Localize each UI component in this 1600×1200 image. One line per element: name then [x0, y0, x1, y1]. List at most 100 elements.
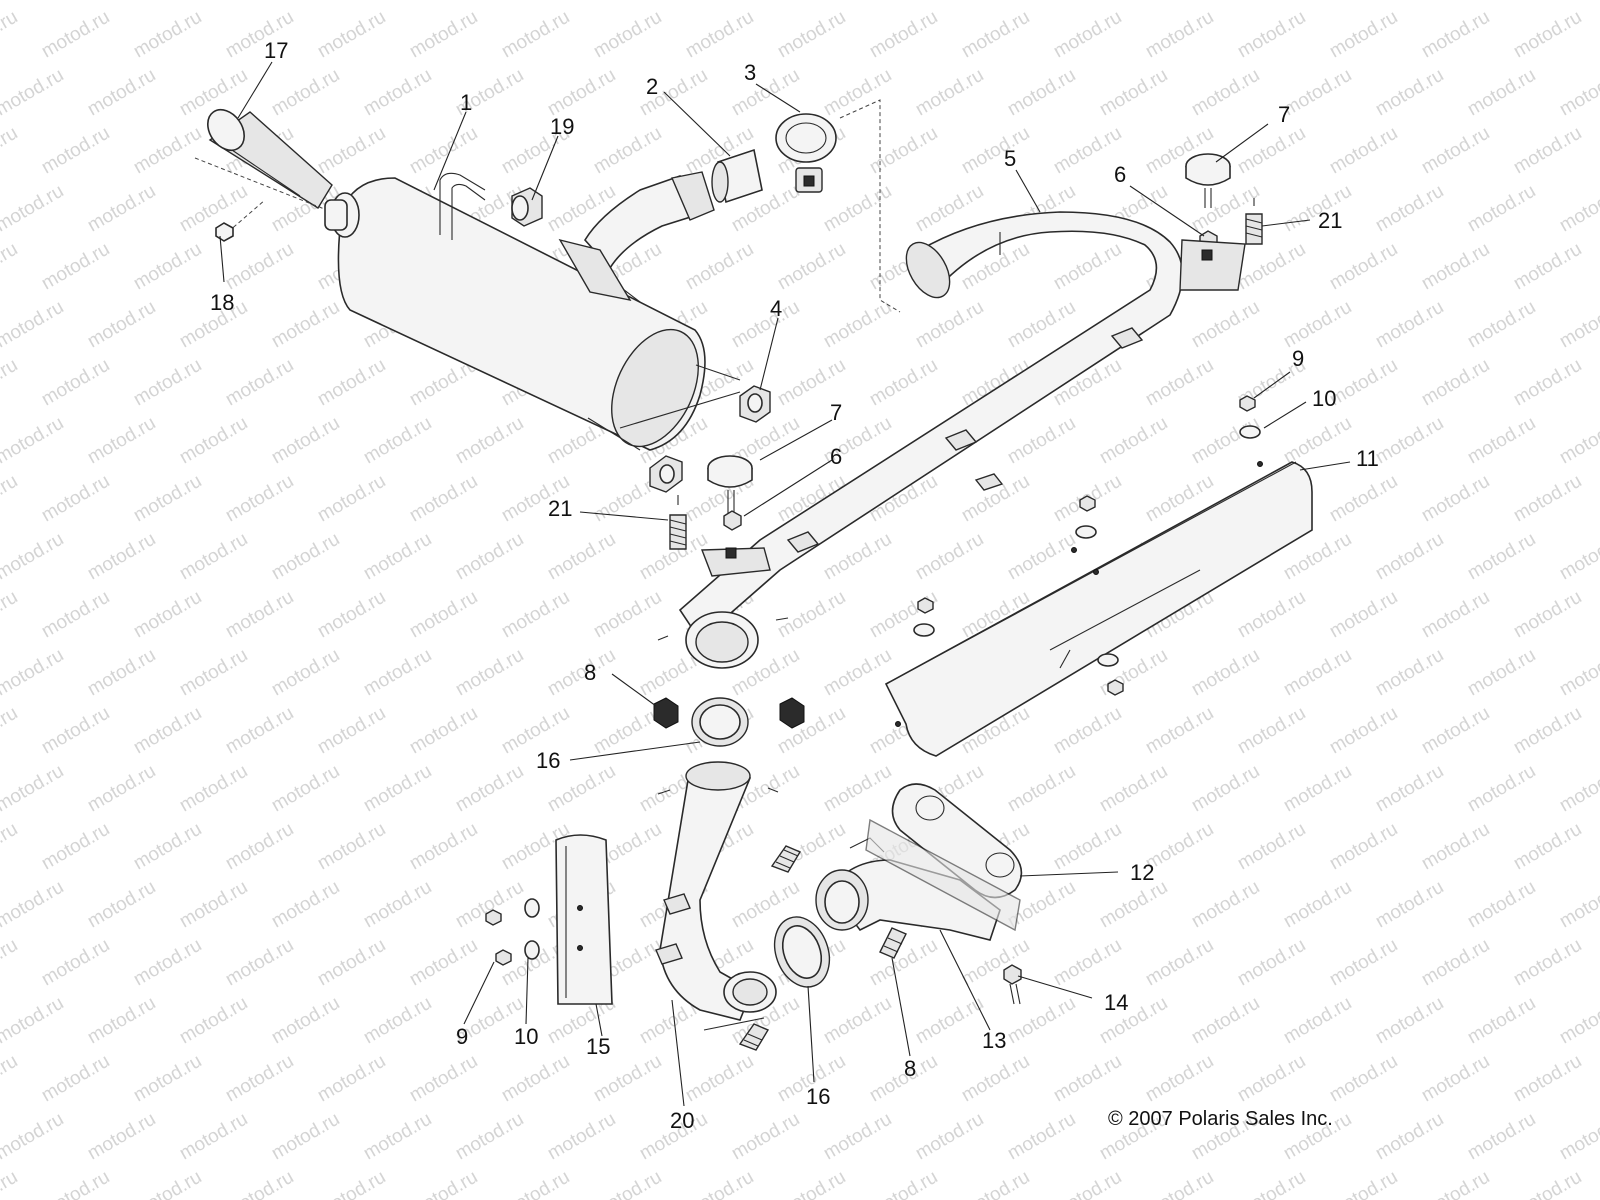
watermark-text: motod.ru — [912, 1109, 987, 1165]
watermark-text: motod.ru — [682, 7, 757, 63]
watermark-text: motod.ru — [38, 703, 113, 759]
watermark-text: motod.ru — [1326, 819, 1401, 875]
watermark-text: motod.ru — [222, 355, 297, 411]
part-head-pipe-5 — [657, 211, 1246, 669]
watermark-text: motod.ru — [1188, 877, 1263, 933]
watermark-text: motod.ru — [0, 529, 67, 585]
watermark-text: motod.ru — [820, 181, 895, 237]
watermark-text: motod.ru — [912, 993, 987, 1049]
watermark-text: motod.ru — [130, 471, 205, 527]
watermark-text: motod.ru — [314, 1051, 389, 1107]
watermark-text: motod.ru — [1556, 529, 1600, 585]
watermark-text: motod.ru — [0, 413, 67, 469]
watermark-text: motod.ru — [360, 529, 435, 585]
watermark-text: motod.ru — [1418, 355, 1493, 411]
watermark-text: motod.ru — [38, 1051, 113, 1107]
part-heat-shield-11 — [884, 461, 1313, 757]
watermark-text: motod.ru — [590, 123, 665, 179]
part-mid-pipe-20 — [655, 761, 779, 1031]
watermark-text: motod.ru — [1556, 65, 1600, 121]
watermark-text: motod.ru — [774, 239, 849, 295]
watermark-text: motod.ru — [1510, 7, 1585, 63]
watermark-text: motod.ru — [544, 0, 619, 4]
watermark-text: motod.ru — [1326, 703, 1401, 759]
part-gasket-16-upper — [691, 697, 749, 747]
part-screw-18 — [215, 199, 266, 242]
watermark-text: motod.ru — [544, 1109, 619, 1165]
watermark-text: motod.ru — [222, 1167, 297, 1200]
watermark-text: motod.ru — [38, 935, 113, 991]
watermark-text: motod.ru — [1418, 819, 1493, 875]
watermark-text: motod.ru — [498, 1051, 573, 1107]
callout-21-upper: 21 — [1318, 208, 1342, 233]
watermark-text: motod.ru — [130, 355, 205, 411]
watermark-text: motod.ru — [1188, 993, 1263, 1049]
watermark-text: motod.ru — [38, 819, 113, 875]
watermark-text: motod.ru — [498, 7, 573, 63]
watermark-text: motod.ru — [38, 239, 113, 295]
watermark-text: motod.ru — [1004, 529, 1079, 585]
watermark-text: motod.ru — [268, 529, 343, 585]
watermark-text: motod.ru — [1326, 935, 1401, 991]
part-spring-8-bottom — [738, 1023, 770, 1051]
watermark-text: motod.ru — [84, 529, 159, 585]
watermark-text: motod.ru — [1510, 239, 1585, 295]
watermark-text: motod.ru — [176, 0, 251, 4]
watermark-text: motod.ru — [1188, 297, 1263, 353]
callout-8-upper: 8 — [584, 660, 596, 685]
callout-9-lower: 9 — [456, 1024, 468, 1049]
watermark-text: motod.ru — [452, 529, 527, 585]
watermark-text: motod.ru — [866, 935, 941, 991]
watermark-text: motod.ru — [176, 645, 251, 701]
watermark-text: motod.ru — [268, 1109, 343, 1165]
watermark-text: motod.ru — [1004, 413, 1079, 469]
watermark-text: motod.ru — [1326, 123, 1401, 179]
callout-17: 17 — [264, 38, 288, 63]
watermark-text: motod.ru — [0, 65, 67, 121]
watermark-text: motod.ru — [1188, 761, 1263, 817]
watermark-text: motod.ru — [1326, 1051, 1401, 1107]
watermark-text: motod.ru — [0, 1109, 67, 1165]
watermark-text: motod.ru — [0, 239, 21, 295]
watermark-text: motod.ru — [1556, 413, 1600, 469]
watermark-text: motod.ru — [728, 297, 803, 353]
watermark-text: motod.ru — [406, 7, 481, 63]
watermark-text: motod.ru — [0, 123, 21, 179]
watermark-text: motod.ru — [314, 7, 389, 63]
watermark-text: motod.ru — [1418, 7, 1493, 63]
watermark-text: motod.ru — [1096, 0, 1171, 4]
watermark-text: motod.ru — [1372, 761, 1447, 817]
watermark-text: motod.ru — [406, 123, 481, 179]
watermark-text: motod.ru — [544, 529, 619, 585]
watermark-text: motod.ru — [130, 703, 205, 759]
watermark-text: motod.ru — [0, 703, 21, 759]
watermark-text: motod.ru — [38, 471, 113, 527]
watermark-text: motod.ru — [1004, 761, 1079, 817]
watermark-text: motod.ru — [130, 7, 205, 63]
watermark-text: motod.ru — [498, 1167, 573, 1200]
part-tailpipe-tip — [194, 108, 333, 213]
watermark-text: motod.ru — [1142, 355, 1217, 411]
watermark-text: motod.ru — [406, 471, 481, 527]
watermark-text: motod.ru — [1234, 819, 1309, 875]
watermark-text: motod.ru — [130, 123, 205, 179]
watermark-text: motod.ru — [1326, 1167, 1401, 1200]
watermark-text: motod.ru — [1510, 1051, 1585, 1107]
callout-16-lower: 16 — [806, 1084, 830, 1109]
watermark-text: motod.ru — [1556, 993, 1600, 1049]
callout-numbers: 17 1 19 2 3 18 5 6 7 21 4 9 10 11 7 6 21… — [210, 38, 1379, 1133]
part-grommet-4 — [739, 385, 771, 423]
watermark-text: motod.ru — [0, 471, 21, 527]
watermark-text: motod.ru — [590, 587, 665, 643]
watermark-text: motod.ru — [1510, 703, 1585, 759]
watermark-text: motod.ru — [0, 355, 21, 411]
watermark-text: motod.ru — [360, 761, 435, 817]
callout-7-upper: 7 — [1278, 102, 1290, 127]
watermark-text: motod.ru — [314, 703, 389, 759]
part-clamp-3 — [775, 113, 837, 193]
watermark-text: motod.ru — [1372, 529, 1447, 585]
watermark-text: motod.ru — [268, 0, 343, 4]
watermark-text: motod.ru — [1510, 1167, 1585, 1200]
watermark-text: motod.ru — [1556, 297, 1600, 353]
callout-13: 13 — [982, 1028, 1006, 1053]
